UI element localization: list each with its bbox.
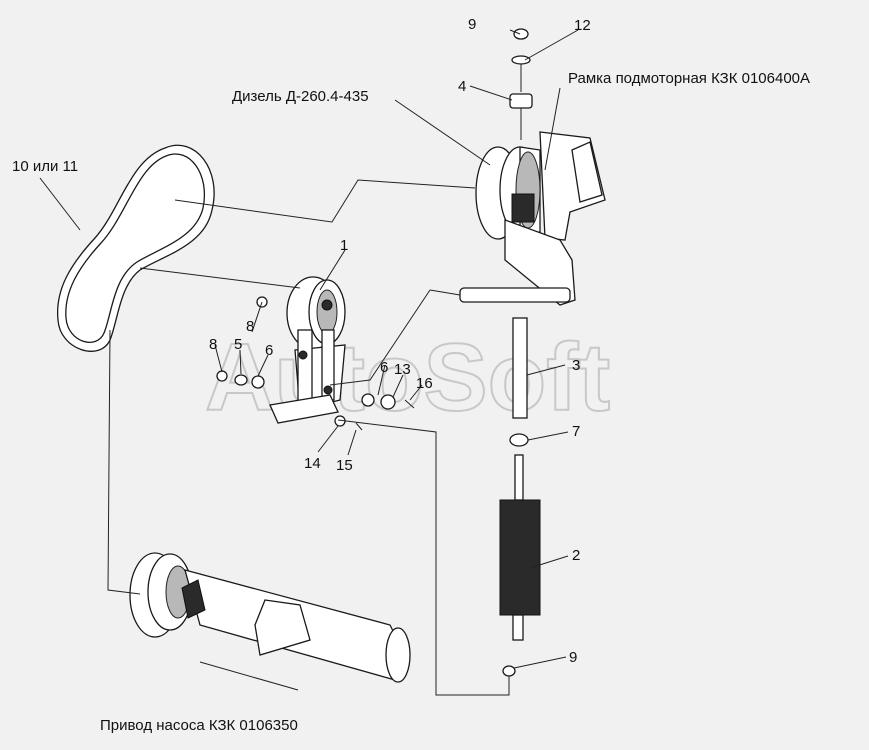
callout-5: 5 (234, 336, 242, 353)
callout-15: 15 (336, 457, 353, 474)
callout-12: 12 (574, 17, 591, 34)
callout-7: 7 (572, 423, 580, 440)
tensioner-assembly (216, 276, 415, 431)
callout-10-or-11: 10 или 11 (12, 158, 78, 175)
engine-pulley-assembly (475, 131, 606, 306)
engine-label: Дизель Д-260.4-435 (232, 88, 369, 105)
callout-9-bottom: 9 (569, 649, 577, 666)
frame-label: Рамка подмоторная КЗК 0106400А (568, 70, 810, 87)
callout-8-upper: 8 (246, 318, 254, 335)
watermark: AutoSoft (205, 324, 610, 431)
callout-4: 4 (458, 78, 466, 95)
callout-8-lower: 8 (209, 336, 217, 353)
callout-14: 14 (304, 455, 321, 472)
callout-9-top: 9 (468, 16, 476, 33)
callout-13: 13 (394, 361, 411, 378)
callout-16: 16 (416, 375, 433, 392)
callout-1: 1 (340, 237, 348, 254)
pump-drive-assembly (129, 552, 411, 683)
pump-drive-label: Привод насоса КЗК 0106350 (100, 717, 298, 734)
callout-3: 3 (572, 357, 580, 374)
callout-6-left: 6 (265, 342, 273, 359)
callout-6-right: 6 (380, 359, 388, 376)
callout-2: 2 (572, 547, 580, 564)
leader-lines (39, 29, 579, 696)
v-belt (56, 144, 215, 352)
